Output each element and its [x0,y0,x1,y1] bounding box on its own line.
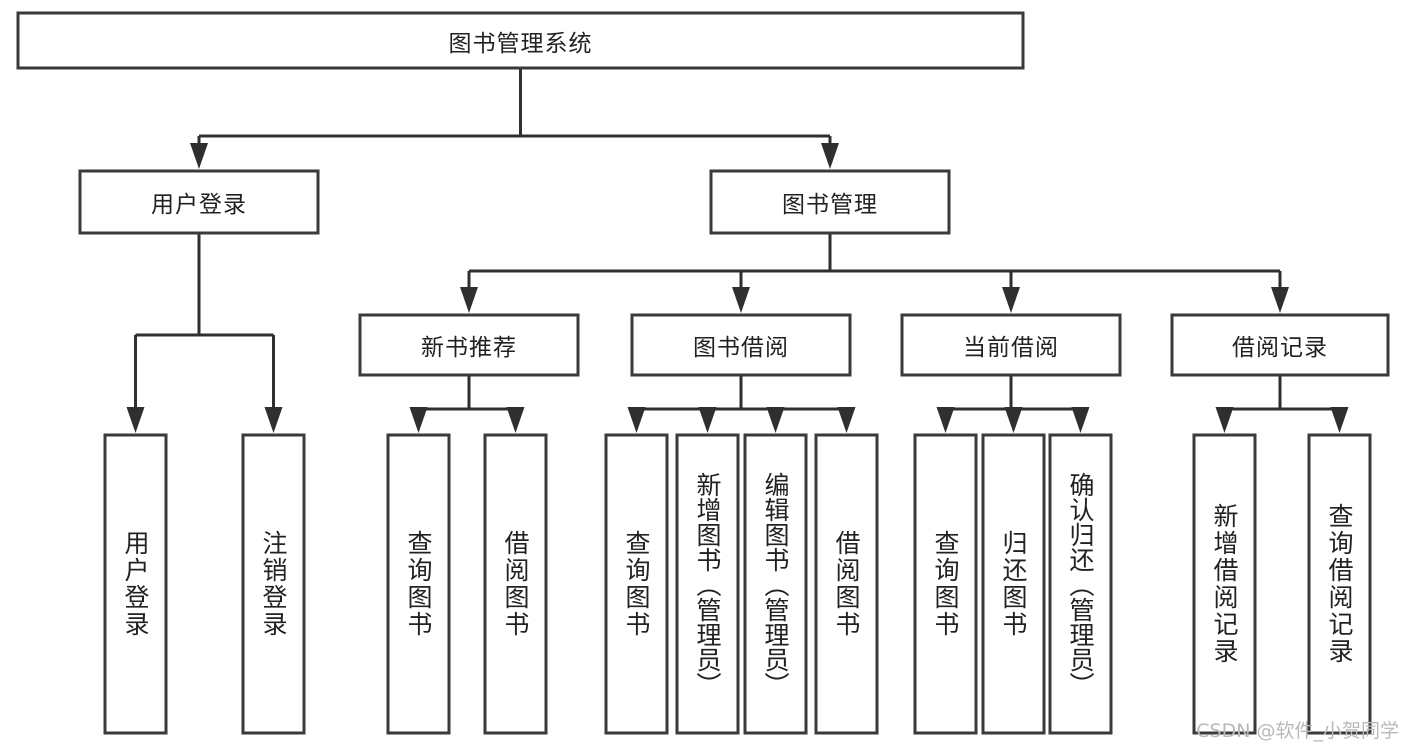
node-box-leaf-cur-return-book[interactable] [981,433,1046,735]
arrow-head-icon [766,407,785,433]
node-box-leaf-cur-query-book[interactable] [913,433,978,735]
arrow-head-icon [1071,407,1090,433]
arrow-head-icon [190,143,208,169]
node-box-leaf-borrow-add-book[interactable] [675,433,740,735]
arrow-head-icon [126,407,145,433]
node-box-leaf-cur-confirm-return[interactable] [1048,433,1113,735]
node-box-leaf-borrow-query-book[interactable] [604,433,669,735]
node-box-borrow-record[interactable] [1170,313,1390,377]
node-box-leaf-borrow-edit-book[interactable] [743,433,808,735]
connector-layer [126,68,1349,433]
arrow-head-icon [698,407,717,433]
arrow-head-icon [936,407,955,433]
node-box-new-book-rec[interactable] [358,313,580,377]
arrow-head-icon [1330,407,1349,433]
node-box-leaf-user-logout[interactable] [241,433,306,735]
node-box-book-manage[interactable] [709,169,951,235]
node-box-user-login[interactable] [78,169,320,235]
node-box-book-borrow[interactable] [630,313,852,377]
arrow-head-icon [264,407,283,433]
node-box-leaf-rec-query-record[interactable] [1307,433,1372,735]
node-box-root[interactable] [16,11,1025,70]
node-box-leaf-rec-borrow-book[interactable] [483,433,548,735]
node-box-leaf-rec-add-record[interactable] [1192,433,1257,735]
arrow-head-icon [1004,407,1023,433]
arrow-head-icon [1215,407,1234,433]
node-box-current-borrow[interactable] [900,313,1122,377]
arrow-head-icon [506,407,525,433]
arrow-head-icon [837,407,856,433]
node-box-leaf-user-login[interactable] [103,433,168,735]
arrow-head-icon [1271,287,1289,313]
arrow-head-icon [460,287,478,313]
arrow-head-icon [627,407,646,433]
node-layer [16,11,1390,735]
arrow-head-icon [821,143,839,169]
arrow-head-icon [1002,287,1020,313]
node-box-leaf-rec-query-book[interactable] [386,433,451,735]
arrow-head-icon [409,407,428,433]
node-box-leaf-borrow-borrow-book[interactable] [814,433,879,735]
arrow-head-icon [732,287,750,313]
